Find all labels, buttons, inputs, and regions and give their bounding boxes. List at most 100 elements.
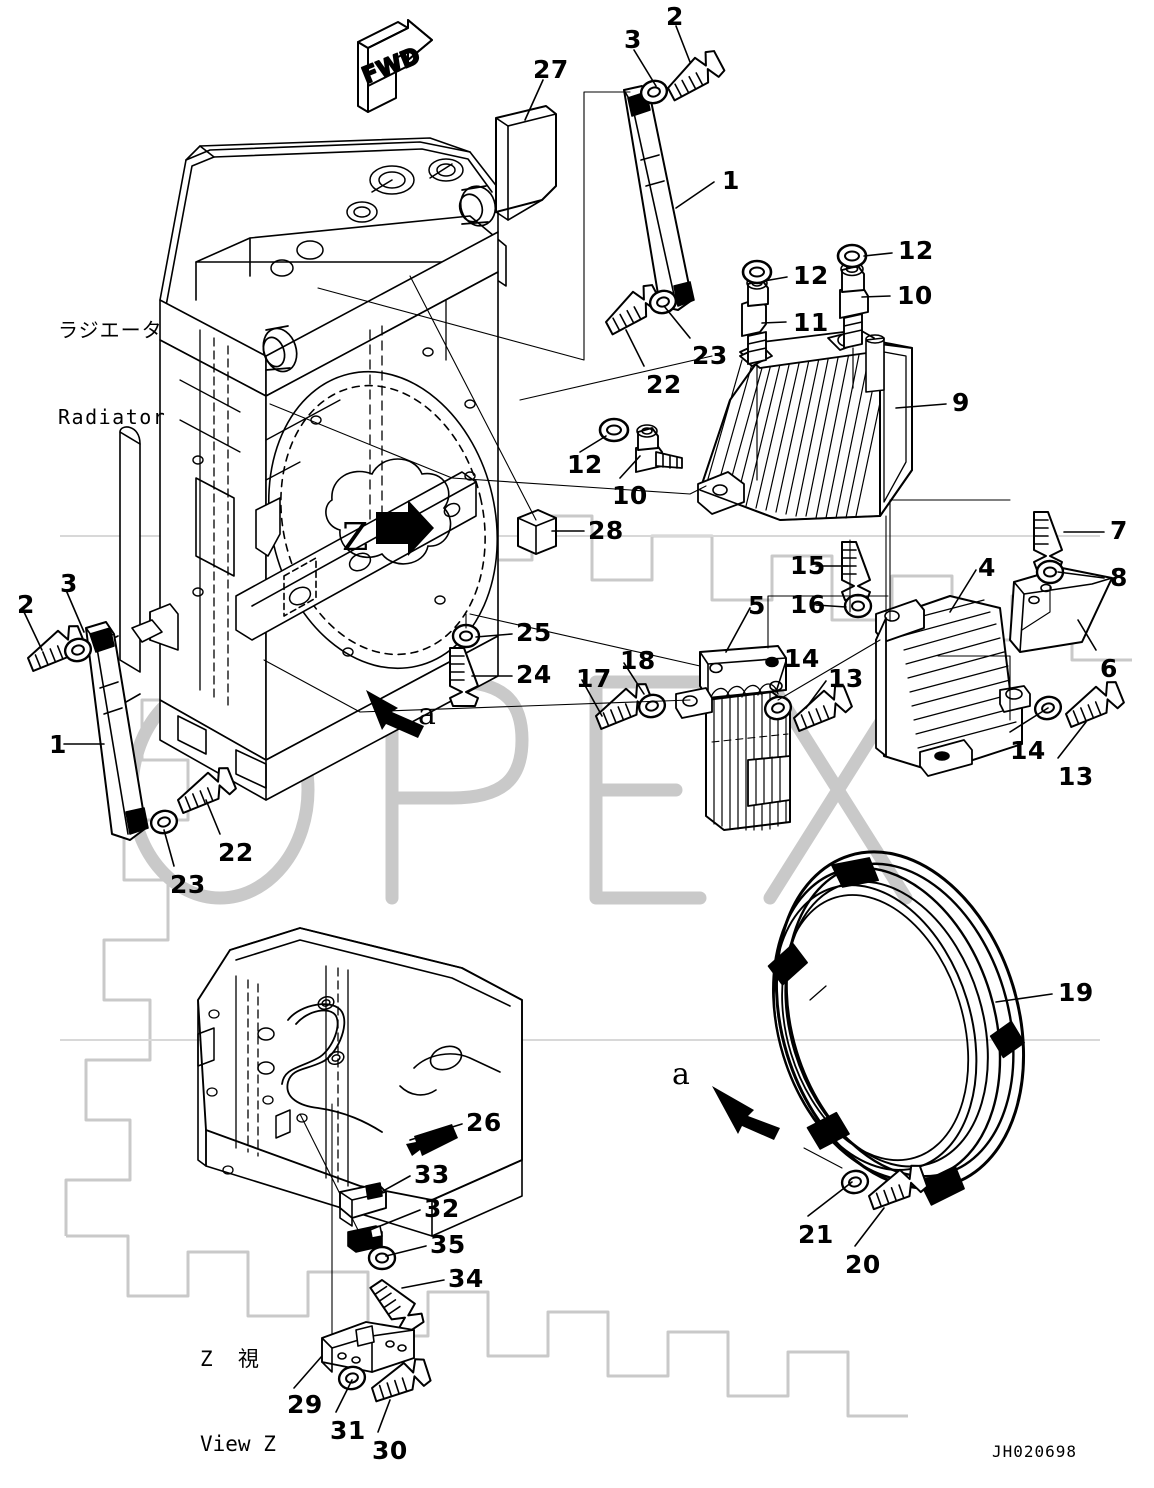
- callout-number-7: 7: [1110, 516, 1128, 545]
- part-9-condenser: [697, 329, 913, 521]
- callout-leader-22: [205, 799, 221, 835]
- part-19-fan-shroud: [767, 850, 1026, 1206]
- view-z-label-jp: Z 視: [200, 1346, 259, 1371]
- callout-leader-27: [524, 79, 544, 121]
- callout-leader-23: [163, 829, 175, 867]
- callout-number-23: 23: [170, 870, 206, 899]
- callout-number-13: 13: [1058, 762, 1094, 791]
- callout-number-13: 13: [828, 664, 864, 693]
- part-3-washer-upper-right: [637, 76, 671, 108]
- callout-leader-12: [763, 276, 788, 282]
- callout-leader-1: [675, 181, 715, 209]
- callout-number-17: 17: [576, 664, 612, 693]
- callout-leader-13: [1057, 721, 1087, 759]
- callout-leader-5: [725, 607, 751, 653]
- part-4-oil-cooler: [875, 595, 1031, 777]
- callout-number-3: 3: [624, 25, 642, 54]
- part-1-stay-left: [85, 621, 149, 841]
- callout-number-25: 25: [516, 618, 552, 647]
- callout-number-27: 27: [533, 55, 569, 84]
- part-34-bolt: [369, 1271, 428, 1337]
- callout-number-24: 24: [516, 660, 552, 689]
- svg-text:FWD: FWD: [359, 43, 425, 90]
- part-21-washer: [838, 1167, 872, 1197]
- part-26-arrow: [406, 1124, 458, 1156]
- part-14-washer-a: [761, 692, 795, 724]
- callout-leader-33: [373, 1175, 411, 1197]
- part-25-washer: [451, 623, 481, 649]
- callout-number-22: 22: [646, 370, 682, 399]
- callout-number-23: 23: [692, 341, 728, 370]
- callout-number-2: 2: [17, 590, 35, 619]
- part-10-fitting-b: [635, 424, 683, 473]
- part-22-bolt-lower-right: [598, 281, 665, 336]
- radiator-name-block: ラジエータ Radiator: [58, 258, 166, 461]
- callout-leader-22: [625, 329, 645, 367]
- part-31-washer: [335, 1362, 369, 1394]
- callout-number-16: 16: [790, 590, 826, 619]
- section-mark-a-shroud: a: [672, 1057, 690, 1092]
- callout-number-15: 15: [790, 551, 826, 580]
- callout-number-9: 9: [952, 388, 970, 417]
- callout-number-12: 12: [567, 450, 603, 479]
- part-6-cover-plate: [1009, 567, 1113, 653]
- callout-leader-2: [675, 25, 691, 63]
- callout-leader-23: [663, 305, 691, 339]
- callout-leader-12: [863, 252, 893, 257]
- callout-leader-9: [895, 403, 947, 409]
- callout-number-5: 5: [748, 591, 766, 620]
- callout-leader-34: [401, 1279, 445, 1289]
- part-35-washer: [367, 1245, 397, 1271]
- part-12-oring-b: [836, 243, 868, 269]
- part-1-stay-right: [623, 85, 695, 311]
- callout-number-8: 8: [1110, 563, 1128, 592]
- callout-number-28: 28: [588, 516, 624, 545]
- part-22-bolt-lower-left: [171, 764, 239, 814]
- callout-number-18: 18: [620, 646, 656, 675]
- callout-number-22: 22: [218, 838, 254, 867]
- callout-leader-10: [861, 295, 891, 298]
- callout-leader-30: [377, 1399, 391, 1433]
- callout-number-21: 21: [798, 1220, 834, 1249]
- part-5-small-cooler: [675, 645, 791, 831]
- callout-number-32: 32: [424, 1194, 460, 1223]
- part-10-fitting-a: [839, 261, 869, 389]
- callout-leader-3: [633, 49, 657, 87]
- part-12-oring-c: [598, 417, 630, 443]
- part-32-connector: [347, 1225, 383, 1253]
- part-14-washer-b: [1031, 692, 1065, 724]
- part-15-bolt: [841, 541, 871, 601]
- part-27-shim-plate: [495, 105, 557, 221]
- part-29-bracket: [321, 1321, 415, 1373]
- callout-number-1: 1: [49, 730, 67, 759]
- callout-leader-29: [293, 1355, 323, 1389]
- part-24-bolt: [449, 647, 479, 707]
- callout-number-20: 20: [845, 1250, 881, 1279]
- callout-number-29: 29: [287, 1390, 323, 1419]
- callout-leader-10: [619, 455, 641, 479]
- view-z-label-block: Z 視 View Z: [200, 1288, 276, 1486]
- callout-number-6: 6: [1100, 654, 1118, 683]
- radiator-name-jp: ラジエータ: [58, 318, 163, 342]
- radiator-name-en: Radiator: [58, 405, 167, 429]
- callout-leader-4: [949, 569, 977, 613]
- part-23-washer-lower-left: [147, 806, 181, 838]
- assembly-relation-lines: [263, 91, 1051, 721]
- part-8-washer: [1035, 559, 1065, 585]
- callout-number-12: 12: [898, 236, 934, 265]
- callout-leader-8: [1057, 571, 1105, 579]
- part-12-oring-a: [741, 259, 773, 285]
- part-3-washer-upper-left: [61, 634, 95, 666]
- part-2-bolt-upper-right: [660, 47, 727, 102]
- callout-number-12: 12: [793, 261, 829, 290]
- callout-number-11: 11: [793, 308, 829, 337]
- view-mark-z: Z: [342, 515, 369, 559]
- callout-leader-35: [385, 1245, 427, 1257]
- callout-leader-6: [1077, 619, 1097, 651]
- callout-number-34: 34: [448, 1264, 484, 1293]
- callout-leader-32: [369, 1209, 421, 1231]
